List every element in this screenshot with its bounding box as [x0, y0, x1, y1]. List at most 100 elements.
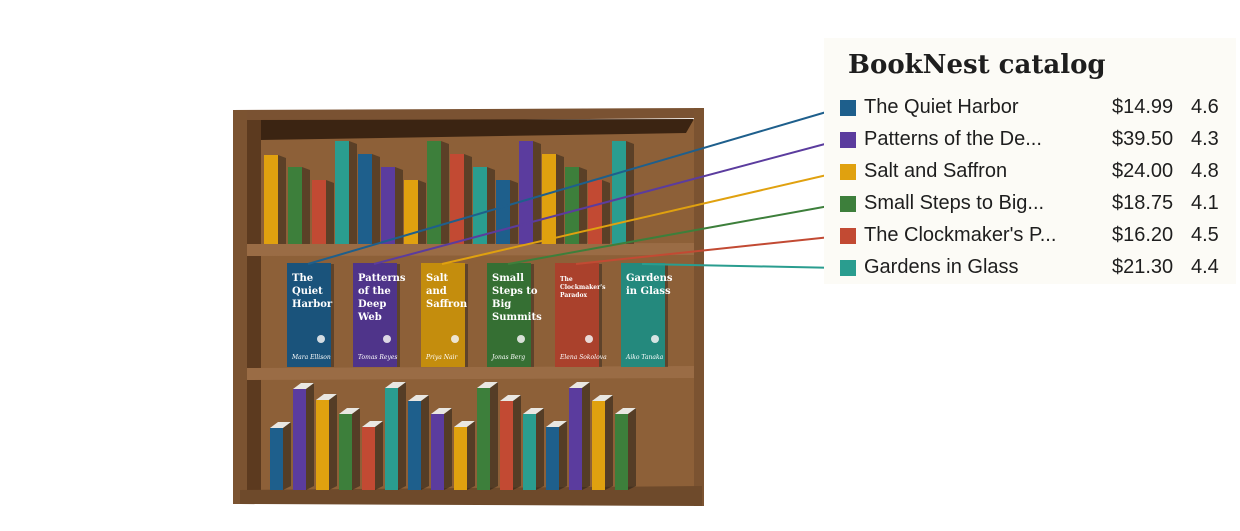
spine-side-top-5	[372, 154, 380, 244]
spine-bottom-7	[408, 401, 421, 490]
cover-publisher-logo-icon	[383, 335, 391, 343]
spine-cap-bottom-9	[454, 421, 475, 427]
spine-side-top-16	[626, 141, 634, 244]
cover-title-line: Harbor	[292, 299, 333, 310]
legend-price: $14.99	[1112, 96, 1174, 118]
spine-top-10	[473, 167, 487, 244]
spine-side-top-2	[302, 167, 310, 244]
cover-edge-4	[530, 264, 534, 367]
cover-title-line: Steps to	[492, 286, 538, 297]
spine-side-bottom-3	[329, 394, 337, 490]
bookcase-right-side	[694, 108, 704, 506]
cover-edge-1	[330, 264, 334, 367]
spine-side-bottom-7	[421, 395, 429, 490]
cover-shade-1	[287, 263, 331, 367]
legend-swatch	[840, 228, 856, 244]
spine-cap-bottom-3	[316, 394, 337, 400]
legend-rating: 4.8	[1191, 160, 1219, 182]
spine-side-top-7	[418, 180, 426, 244]
cover-title-line: Web	[357, 312, 382, 323]
spine-bottom-4	[339, 414, 352, 490]
legend-title-text: The Quiet Harbor	[864, 96, 1019, 118]
cover-face-3	[421, 263, 465, 367]
legend-rating: 4.3	[1191, 128, 1219, 150]
cover-title-line: Paradox	[560, 292, 587, 299]
spine-side-bottom-6	[398, 382, 406, 490]
bookcase-left-side-inner	[247, 120, 261, 500]
spine-top-2	[288, 167, 302, 244]
legend-title: BookNest catalog	[848, 50, 1106, 80]
spine-side-bottom-16	[628, 408, 636, 490]
catalog-legend: BookNest catalog The Quiet Harbor $14.99 4…	[824, 38, 1236, 284]
spine-top-16	[612, 141, 626, 244]
spine-cap-bottom-10	[477, 382, 498, 388]
spine-cap-bottom-4	[339, 408, 360, 414]
leader-line-2	[373, 139, 841, 265]
cover-title-line: and	[426, 286, 447, 297]
legend-rating: 4.5	[1191, 224, 1219, 246]
cover-face-6	[621, 263, 665, 367]
spine-side-top-4	[349, 141, 357, 244]
spine-bottom-5	[362, 427, 375, 490]
spine-bottom-13	[546, 427, 559, 490]
spine-top-5	[358, 154, 372, 244]
books-top-row	[264, 141, 634, 244]
legend-price: $21.30	[1112, 256, 1174, 278]
cover-face-5	[555, 263, 599, 367]
spine-cap-bottom-6	[385, 382, 406, 388]
spine-bottom-1	[270, 428, 283, 490]
bookcase-inner-shadow	[244, 119, 694, 140]
cover-title-line: Saffron	[426, 299, 468, 310]
bookcase-top	[233, 108, 704, 122]
spine-bottom-14	[569, 388, 582, 490]
spine-side-top-3	[326, 180, 334, 244]
leader-line-1	[307, 107, 841, 265]
spine-top-13	[542, 154, 556, 244]
leader-line-3	[441, 171, 841, 265]
cover-title-line: in Glass	[626, 286, 671, 297]
legend-title-text: The Clockmaker's P...	[864, 224, 1057, 246]
spine-side-top-11	[510, 180, 518, 244]
cover-shade-4	[487, 263, 531, 367]
legend-price: $24.00	[1112, 160, 1174, 182]
books-bottom-row	[270, 382, 636, 490]
spine-bottom-2	[293, 389, 306, 490]
spine-side-bottom-8	[444, 408, 452, 490]
spine-top-11	[496, 180, 510, 244]
cover-title-line: Small	[492, 273, 524, 284]
spine-top-12	[519, 141, 533, 244]
cover-title-line: Gardens	[626, 273, 673, 284]
legend-price: $16.20	[1112, 224, 1174, 246]
legend-title-text: Gardens in Glass	[864, 256, 1019, 278]
cover-author: Elena Sokolova	[559, 354, 607, 361]
cover-title-line: of the	[358, 286, 391, 297]
spine-cap-bottom-16	[615, 408, 636, 414]
spine-side-top-1	[278, 155, 286, 244]
cover-edge-6	[664, 264, 668, 367]
cover-shade-2	[353, 263, 397, 367]
spine-side-top-12	[533, 141, 541, 244]
cover-shade-5	[555, 263, 599, 367]
cover-title-line: Quiet	[292, 286, 323, 297]
spine-top-6	[381, 167, 395, 244]
spine-side-bottom-15	[605, 395, 613, 490]
cover-title-line: Patterns	[358, 273, 406, 284]
cover-title-line: Salt	[426, 273, 449, 284]
spine-side-top-13	[556, 154, 564, 244]
spine-cap-bottom-1	[270, 422, 291, 428]
legend-swatch	[840, 164, 856, 180]
spine-side-top-8	[441, 141, 449, 244]
spine-bottom-16	[615, 414, 628, 490]
spine-top-8	[427, 141, 441, 244]
spine-bottom-3	[316, 400, 329, 490]
cover-publisher-logo-icon	[517, 335, 525, 343]
legend-title-text: Small Steps to Big...	[864, 192, 1045, 214]
spine-bottom-10	[477, 388, 490, 490]
spine-side-top-9	[464, 154, 472, 244]
